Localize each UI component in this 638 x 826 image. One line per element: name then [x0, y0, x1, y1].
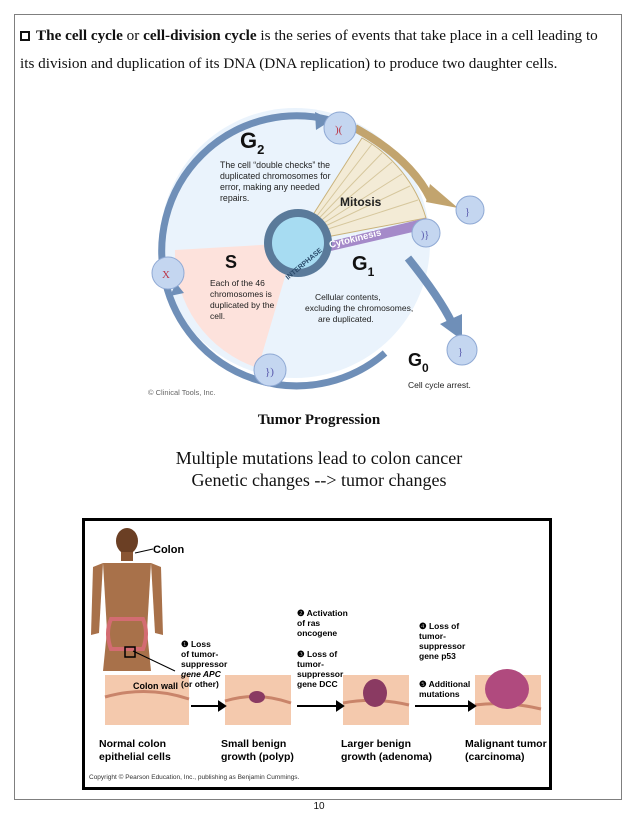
cycle-copyright: © Clinical Tools, Inc.	[148, 388, 216, 397]
mitosis-label: Mitosis	[340, 195, 382, 209]
section-heading: Tumor Progression	[257, 412, 381, 428]
step3-text: ❸ Loss of tumor- suppressor gene DCC	[297, 649, 346, 689]
human-figure	[91, 528, 163, 671]
g0-label: G0	[408, 350, 429, 375]
cells: )( X }) )} } }	[151, 111, 485, 387]
colon-label: Colon	[153, 544, 184, 556]
tissue-panels	[104, 669, 542, 725]
svg-text:X: X	[162, 269, 170, 281]
g0-text: Cell cycle arrest.	[408, 380, 471, 390]
s-text: Each of the 46 chromosomes is duplicated…	[210, 278, 277, 321]
page-frame	[14, 14, 622, 800]
svg-text:)}: )}	[421, 230, 429, 241]
g2-text: The cell “double checks” the duplicated …	[220, 160, 333, 203]
g2-label: G2	[240, 128, 264, 157]
progression-arrows	[191, 700, 477, 712]
stage1-caption: Normal colon epithelial cells	[99, 738, 171, 763]
step1-text: ❶ Loss of tumor- suppressor gene APC (or…	[180, 639, 230, 689]
step4-text: ❹ Loss of tumor- suppressor gene p53	[419, 621, 468, 661]
s-phase-sector	[174, 243, 295, 368]
svg-text:}: }	[458, 347, 463, 358]
svg-text:}: }	[465, 207, 470, 218]
cytokinesis-band	[320, 218, 430, 253]
term-cell-cycle: The cell cycle	[36, 27, 123, 44]
svg-text:}): })	[265, 366, 274, 378]
stage2-caption: Small benign growth (polyp)	[221, 738, 294, 763]
page-number: 10	[313, 801, 325, 812]
step2-text: ❷ Activation of ras oncogene	[297, 608, 350, 638]
mitosis-wedge	[293, 137, 427, 244]
term-cell-division-cycle: cell-division cycle	[143, 27, 257, 44]
mitosis-arrow	[353, 124, 434, 200]
colon-wall-label: Colon wall	[133, 681, 178, 691]
intro-paragraph: The cell cycle or cell-division cycle is…	[20, 22, 612, 78]
g1-text: Cellular contents, excluding the chromos…	[305, 292, 416, 324]
intro-rest: is the series of events that take place …	[20, 27, 598, 72]
g0-arrow	[404, 255, 456, 325]
colon-copyright: Copyright © Pearson Education, Inc., pub…	[89, 773, 300, 781]
square-bullet-icon	[20, 31, 30, 41]
s-label: S	[225, 252, 237, 272]
cell-cycle-diagram: )( X }) )} } } G2 The cell “double check…	[148, 108, 485, 397]
subtitle-genetic-changes: Genetic changes --> tumor changes	[191, 470, 447, 490]
step5-text: ❺ Additional mutations	[419, 679, 473, 699]
stage4-caption: Malignant tumor (carcinoma)	[465, 738, 549, 763]
subtitle-mutations: Multiple mutations lead to colon cancer	[175, 448, 463, 468]
colon-cancer-figure: Colon Colon wall ❶ Loss of tumor- sup	[82, 518, 552, 790]
stage3-caption: Larger benign growth (adenoma)	[341, 738, 432, 763]
svg-text:)(: )(	[335, 124, 343, 136]
center-cell	[272, 217, 324, 269]
intro-or: or	[126, 27, 140, 44]
g1-label: G1	[352, 253, 375, 279]
